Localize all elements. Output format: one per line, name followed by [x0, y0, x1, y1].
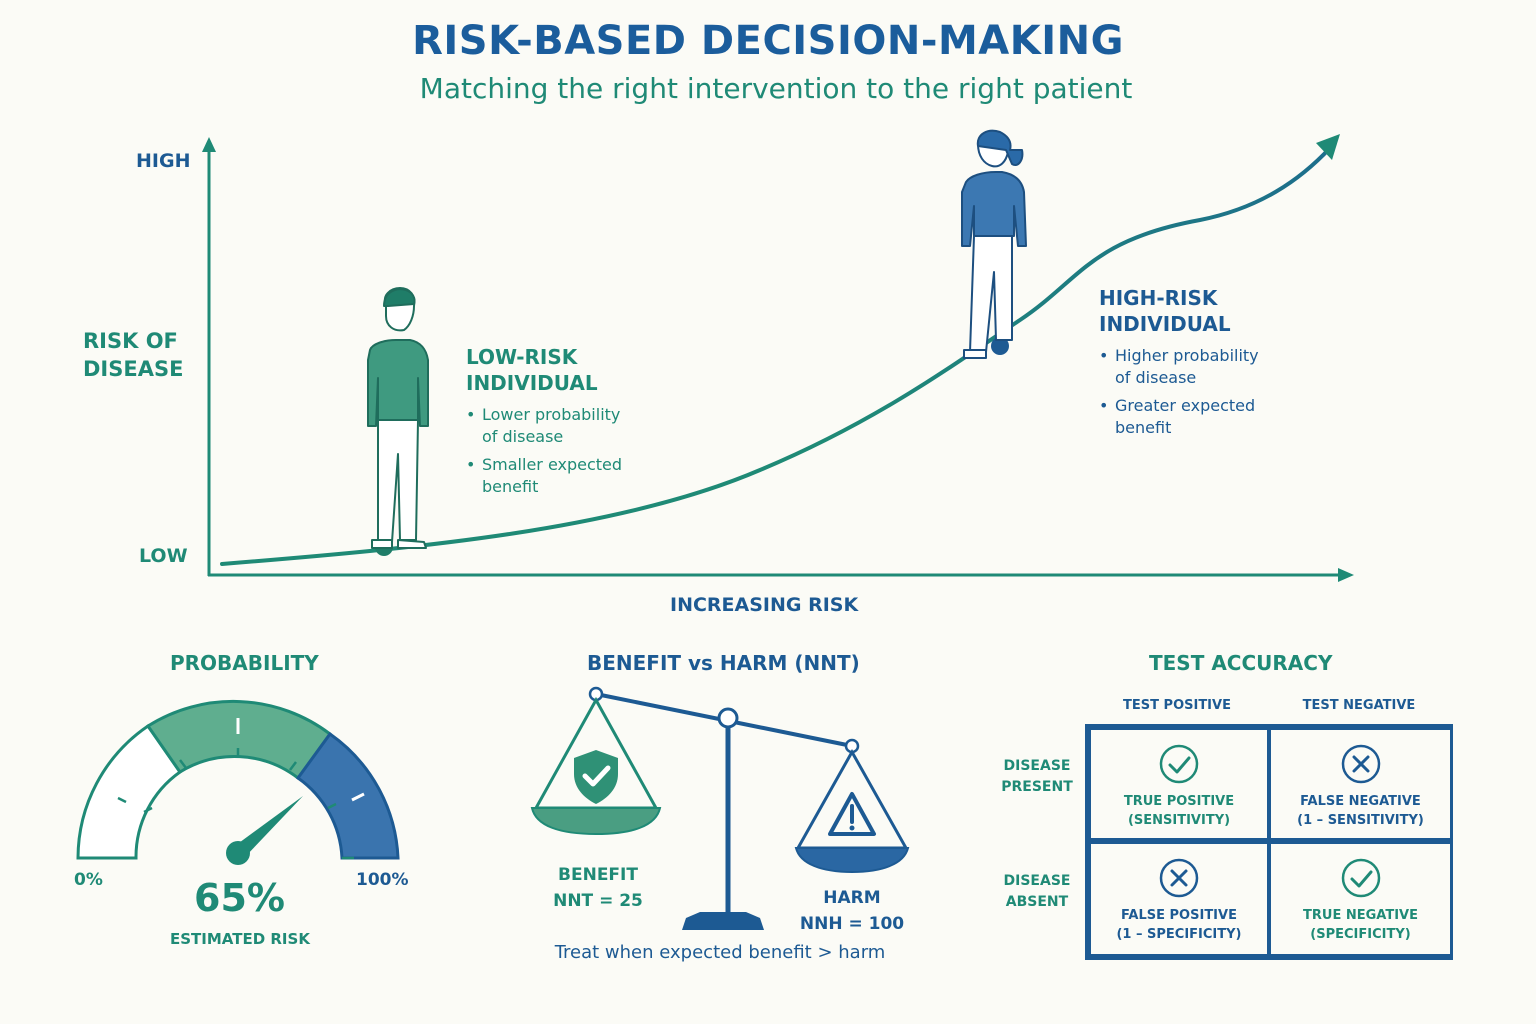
warning-icon [828, 792, 876, 836]
risk-curve [220, 146, 1332, 566]
benefit-label: BENEFIT [558, 865, 638, 885]
row-header-absent-line1: DISEASE [1003, 873, 1071, 889]
low-risk-bullets: Lower probability of disease Smaller exp… [466, 404, 636, 498]
cell-true-negative: TRUE NEGATIVE (SPECIFICITY) [1271, 844, 1450, 954]
gauge-ticks [117, 718, 365, 860]
cell-fn-line2: (1 – SENSITIVITY) [1297, 813, 1424, 828]
risk-curve-arrowhead [1316, 134, 1340, 160]
gauge-needle [232, 796, 303, 858]
row-header-absent-line2: ABSENT [1005, 894, 1069, 910]
check-circle-icon [1341, 858, 1381, 898]
cell-tn-line2: (SPECIFICITY) [1310, 927, 1411, 942]
cell-fp-line1: FALSE POSITIVE [1121, 908, 1237, 923]
high-risk-heading-line2: INDIVIDUAL [1099, 312, 1231, 336]
x-circle-icon [1159, 858, 1199, 898]
low-risk-person-icon [367, 287, 429, 549]
benefit-harm-title: BENEFIT vs HARM (NNT) [587, 651, 860, 675]
balance-scale [530, 686, 910, 930]
cell-fp-line2: (1 – SPECIFICITY) [1116, 927, 1242, 942]
harm-pan [794, 847, 910, 874]
test-accuracy-title: TEST ACCURACY [1149, 651, 1333, 675]
y-axis-low-label: LOW [139, 545, 188, 567]
check-circle-icon [1159, 744, 1199, 784]
gauge-mid-segment [145, 699, 333, 781]
high-risk-person-icon [961, 129, 1027, 359]
cell-false-negative: FALSE NEGATIVE (1 – SENSITIVITY) [1271, 730, 1450, 838]
shield-check-icon [574, 750, 618, 804]
confusion-matrix: TRUE POSITIVE (SENSITIVITY) FALSE NEGATI… [1085, 724, 1453, 960]
list-item: Smaller expected benefit [466, 454, 636, 498]
page-title: RISK-BASED DECISION-MAKING [412, 18, 1124, 64]
probability-title: PROBABILITY [170, 651, 319, 675]
col-header-positive: TEST POSITIVE [1123, 698, 1231, 713]
cell-false-positive: FALSE POSITIVE (1 – SPECIFICITY) [1091, 844, 1267, 954]
high-risk-callout: HIGH-RISK INDIVIDUAL Higher probability … [1099, 285, 1269, 445]
harm-value: NNH = 100 [799, 914, 905, 934]
high-risk-point [991, 337, 1009, 355]
cell-tp-line2: (SENSITIVITY) [1127, 813, 1231, 828]
benefit-pan [530, 807, 662, 836]
harm-label-group: HARM NNH = 100 [797, 885, 907, 937]
row-header-present-line1: DISEASE [1003, 758, 1071, 774]
y-axis-arrowhead [202, 137, 216, 152]
high-risk-heading-line1: HIGH-RISK [1099, 286, 1218, 310]
cell-tp-line1: TRUE POSITIVE [1123, 794, 1235, 809]
high-risk-bullets: Higher probability of disease Greater ex… [1099, 345, 1269, 439]
benefit-value: NNT = 25 [553, 891, 643, 911]
gauge-max-label: 100% [356, 870, 409, 890]
row-header-present-line2: PRESENT [1001, 779, 1073, 795]
low-risk-heading-line1: LOW-RISK [466, 345, 578, 369]
low-risk-callout: LOW-RISK INDIVIDUAL Lower probability of… [466, 344, 636, 504]
scale-pivot [717, 707, 739, 729]
benefit-label-group: BENEFIT NNT = 25 [543, 862, 653, 914]
y-axis-title: RISK OF DISEASE [83, 327, 183, 383]
list-item: Higher probability of disease [1099, 345, 1269, 389]
benefit-harm-note: Treat when expected benefit > harm [554, 942, 886, 963]
gauge-hub [226, 841, 250, 865]
y-axis-title-line1: RISK OF [83, 329, 178, 353]
y-axis-high-label: HIGH [136, 150, 191, 172]
y-axis-title-line2: DISEASE [83, 357, 184, 381]
probability-gauge [76, 699, 400, 865]
col-header-negative: TEST NEGATIVE [1302, 698, 1416, 713]
row-header-absent: DISEASE ABSENT [990, 871, 1084, 913]
list-item: Greater expected benefit [1099, 395, 1269, 439]
risk-curve-diagram [202, 129, 1354, 582]
gauge-value: 65% [194, 876, 285, 920]
gauge-min-label: 0% [74, 870, 103, 890]
cell-tn-line1: TRUE NEGATIVE [1303, 908, 1418, 923]
x-circle-icon [1341, 744, 1381, 784]
gauge-caption: ESTIMATED RISK [170, 930, 310, 948]
cell-true-positive: TRUE POSITIVE (SENSITIVITY) [1091, 730, 1267, 838]
row-header-present: DISEASE PRESENT [990, 756, 1084, 798]
list-item: Lower probability of disease [466, 404, 636, 448]
scale-base [682, 912, 764, 930]
cell-fn-line1: FALSE NEGATIVE [1300, 794, 1421, 809]
x-axis-arrowhead [1338, 568, 1354, 582]
low-risk-heading-line2: INDIVIDUAL [466, 371, 598, 395]
harm-label: HARM [823, 888, 881, 908]
x-axis-title: INCREASING RISK [670, 594, 859, 616]
gauge-high-segment [295, 731, 400, 860]
page-subtitle: Matching the right intervention to the r… [419, 72, 1133, 105]
